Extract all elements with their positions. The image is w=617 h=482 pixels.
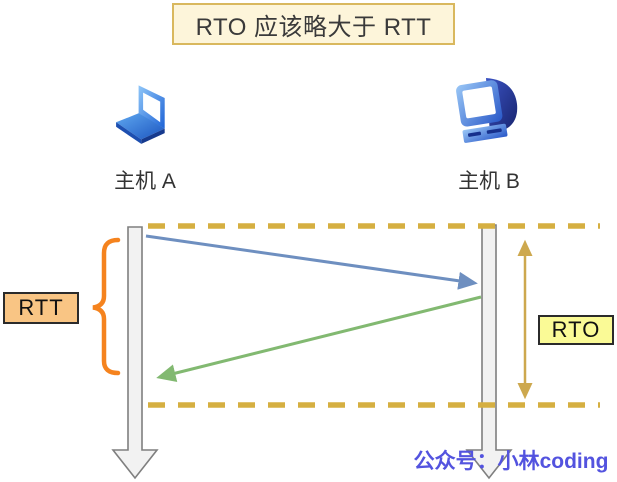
timeline-a-arrow bbox=[111, 226, 159, 480]
laptop-icon bbox=[116, 85, 165, 144]
host-b-label: 主机 B bbox=[458, 170, 520, 193]
watermark-text: 公众号：小林coding bbox=[413, 450, 609, 473]
title-box: RTO 应该略大于 RTT bbox=[172, 3, 455, 45]
rtt-label: RTT bbox=[18, 295, 64, 320]
timeline-b-arrow bbox=[465, 224, 513, 480]
rtt-brace bbox=[92, 237, 121, 376]
title-text: RTO 应该略大于 RTT bbox=[195, 13, 432, 41]
host-a-label: 主机 A bbox=[114, 170, 176, 193]
ack-arrow bbox=[156, 295, 482, 382]
send-arrow bbox=[145, 234, 478, 290]
rtt-box: RTT bbox=[3, 292, 79, 324]
desktop-icon bbox=[456, 78, 518, 143]
rto-box: RTO bbox=[538, 315, 614, 345]
rto-label: RTO bbox=[551, 317, 601, 342]
